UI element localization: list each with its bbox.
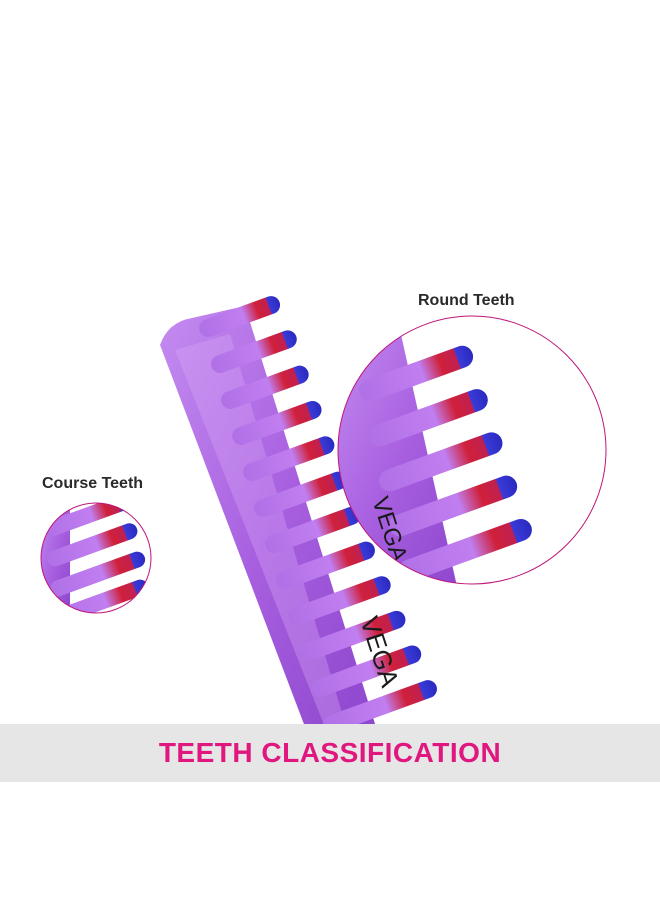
course-teeth-circle [40, 502, 152, 614]
round-teeth-label: Round Teeth [418, 292, 515, 309]
comb-body: VEGA [160, 296, 437, 724]
banner-title: TEETH CLASSIFICATION [158, 737, 502, 768]
round-teeth-circle [337, 315, 607, 585]
round-teeth-zoom: VEGA [338, 316, 606, 584]
course-teeth-label: Course Teeth [42, 475, 144, 492]
course-teeth-zoom [41, 503, 151, 613]
classification-banner: TEETH CLASSIFICATION [0, 724, 660, 782]
